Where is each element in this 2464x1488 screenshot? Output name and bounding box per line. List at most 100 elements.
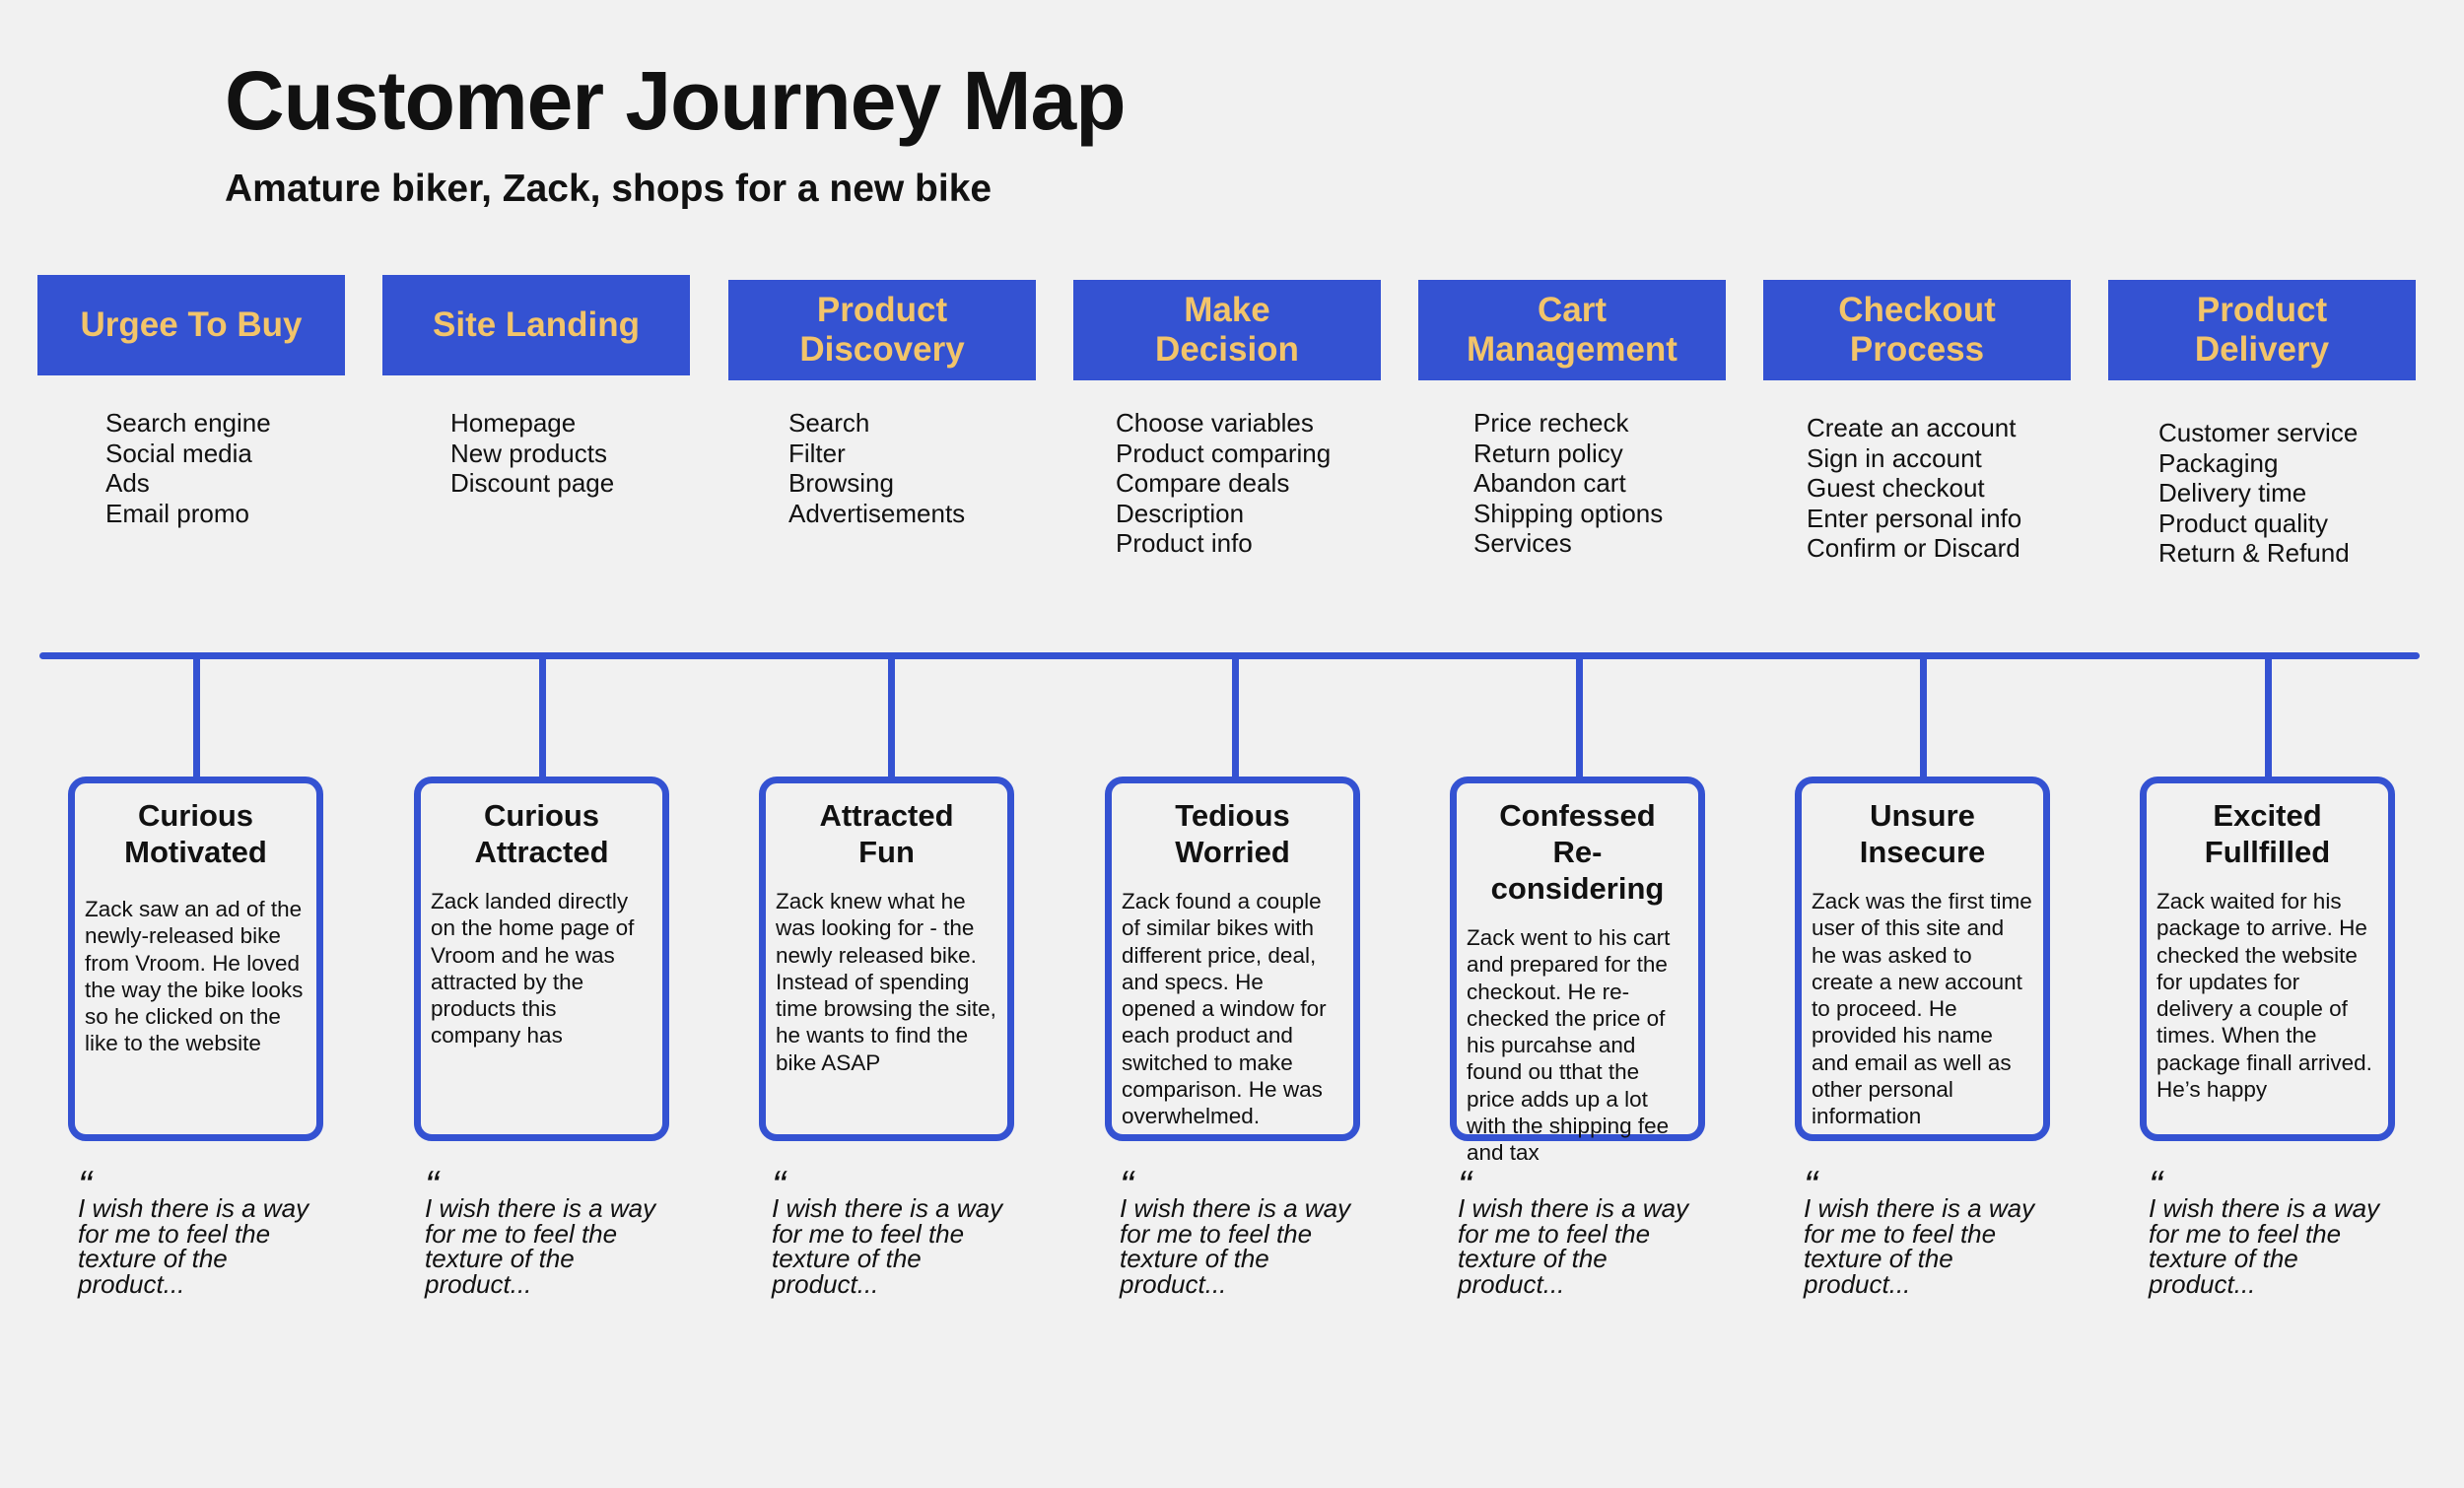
emotion-title: Curious Motivated: [124, 798, 267, 869]
emotion-description: Zack was the first time user of this sit…: [1812, 889, 2032, 1129]
touchpoint-item: Discount page: [450, 468, 615, 498]
touchpoint-item: Filter: [788, 438, 846, 468]
touchpoint-item: Browsing: [788, 468, 894, 498]
emotion-description: Zack knew what he was looking for - the …: [776, 889, 996, 1075]
stage-header: Urgee To Buy: [37, 275, 345, 375]
timeline-connector: [539, 655, 546, 778]
touchpoint-item: Advertisements: [788, 498, 966, 528]
touchpoint-item: Sign in account: [1807, 442, 1982, 473]
customer-quote: “I wish there is a way for me to feel th…: [1120, 1162, 1366, 1299]
emotion-title: Unsure Insecure: [1859, 798, 1986, 869]
touchpoint-item: Compare deals: [1116, 468, 1290, 498]
stage-header-label: Product Delivery: [2194, 291, 2330, 369]
quote-mark-icon: “: [1120, 1162, 1133, 1208]
touchpoint-item: Product info: [1116, 528, 1253, 558]
stage-header-label: Cart Management: [1467, 291, 1677, 369]
page-title: Customer Journey Map: [225, 54, 1127, 147]
touchpoint-item: Email promo: [105, 498, 249, 528]
timeline-connector: [1920, 655, 1927, 778]
touchpoint-item: Choose variables: [1116, 408, 1314, 438]
touchpoint-item: Homepage: [450, 408, 577, 438]
customer-quote: “I wish there is a way for me to feel th…: [1804, 1162, 2050, 1299]
customer-quote: “I wish there is a way for me to feel th…: [2149, 1162, 2395, 1299]
quote-text: I wish there is a way for me to feel the…: [1120, 1193, 1351, 1299]
quote-text: I wish there is a way for me to feel the…: [1458, 1193, 1689, 1299]
touchpoint-item: Price recheck: [1473, 408, 1629, 438]
emotion-title: Attracted Fun: [819, 798, 954, 869]
stage-header-label: Product Discovery: [799, 291, 965, 369]
timeline-connector: [2265, 655, 2272, 778]
quote-mark-icon: “: [1804, 1162, 1817, 1208]
stage-header-label: Site Landing: [433, 305, 640, 344]
quote-text: I wish there is a way for me to feel the…: [425, 1193, 656, 1299]
quote-text: I wish there is a way for me to feel the…: [78, 1193, 309, 1299]
customer-quote: “I wish there is a way for me to feel th…: [425, 1162, 671, 1299]
emotion-title: Confessed Re-considering: [1490, 798, 1665, 906]
emotion-description: Zack landed directly on the home page of…: [431, 889, 635, 1048]
touchpoint-item: Product quality: [2158, 507, 2328, 538]
stage-header: Checkout Process: [1763, 280, 2071, 380]
stage-header: Cart Management: [1418, 280, 1726, 380]
quote-mark-icon: “: [2149, 1162, 2162, 1208]
emotion-description: Zack saw an ad of the newly-released bik…: [85, 897, 304, 1056]
timeline-connector: [193, 655, 200, 778]
quote-text: I wish there is a way for me to feel the…: [772, 1193, 1003, 1299]
quote-mark-icon: “: [78, 1162, 92, 1208]
touchpoint-item: Search engine: [105, 408, 271, 438]
touchpoint-item: Search: [788, 408, 870, 438]
touchpoint-item: Services: [1473, 528, 1572, 558]
touchpoint-item: Social media: [105, 438, 252, 468]
touchpoint-item: Enter personal info: [1807, 503, 2022, 533]
touchpoint-item: Return & Refund: [2158, 538, 2350, 568]
stage-header-label: Urgee To Buy: [80, 305, 303, 344]
quote-text: I wish there is a way for me to feel the…: [1804, 1193, 2035, 1299]
touchpoint-item: Return policy: [1473, 438, 1623, 468]
touchpoint-item: Description: [1116, 498, 1245, 528]
touchpoint-item: Product comparing: [1116, 438, 1332, 468]
timeline-connector: [888, 655, 895, 778]
emotion-description: Zack found a couple of similar bikes wit…: [1122, 889, 1327, 1129]
touchpoint-item: Packaging: [2158, 447, 2279, 478]
touchpoint-item: Delivery time: [2158, 478, 2307, 507]
touchpoint-item: Create an account: [1807, 413, 2017, 442]
timeline-connector: [1576, 655, 1583, 778]
emotion-description: Zack waited for his package to arrive. H…: [2156, 889, 2372, 1103]
quote-mark-icon: “: [425, 1162, 439, 1208]
touchpoint-item: Abandon cart: [1473, 468, 1626, 498]
stage-header: Make Decision: [1073, 280, 1381, 380]
emotion-title: Excited Fullfilled: [2204, 798, 2331, 869]
touchpoint-item: Confirm or Discard: [1807, 533, 2020, 563]
customer-quote: “I wish there is a way for me to feel th…: [772, 1162, 1018, 1299]
touchpoint-item: New products: [450, 438, 607, 468]
customer-quote: “I wish there is a way for me to feel th…: [1458, 1162, 1704, 1299]
stage-header: Product Discovery: [728, 280, 1036, 380]
touchpoint-item: Customer service: [2158, 418, 2359, 447]
page-subtitle: Amature biker, Zack, shops for a new bik…: [225, 168, 992, 210]
emotion-title: Tedious Worried: [1175, 798, 1290, 869]
touchpoint-item: Ads: [105, 468, 150, 498]
quote-text: I wish there is a way for me to feel the…: [2149, 1193, 2380, 1299]
quote-mark-icon: “: [1458, 1162, 1472, 1208]
customer-quote: “I wish there is a way for me to feel th…: [78, 1162, 324, 1299]
touchpoint-item: Shipping options: [1473, 498, 1664, 528]
quote-mark-icon: “: [772, 1162, 786, 1208]
emotion-title: Curious Attracted: [474, 798, 609, 869]
timeline-line: [39, 652, 2420, 659]
touchpoint-item: Guest checkout: [1807, 473, 1985, 503]
stage-header-label: Make Decision: [1155, 291, 1299, 369]
